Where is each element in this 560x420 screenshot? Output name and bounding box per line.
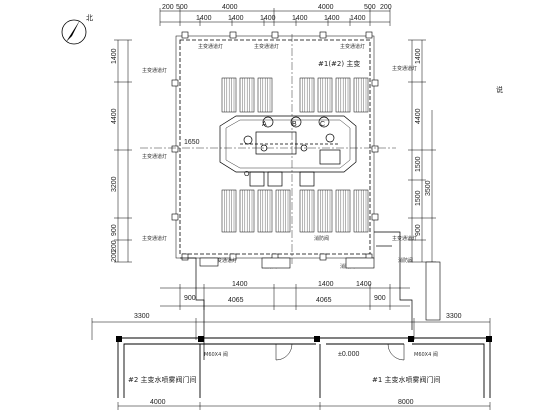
right-dim-4: 1500 — [415, 190, 422, 206]
radiator-fin — [239, 189, 255, 233]
tag-13: 消防阀 — [398, 257, 413, 264]
top-dim-9: 1400 — [260, 15, 276, 22]
left-dim-4: 900 — [111, 224, 118, 236]
room-dim-left: 4000 — [150, 399, 166, 406]
outer-wall — [175, 35, 375, 259]
letter-o: O — [244, 171, 250, 178]
radiator-fin — [299, 189, 315, 233]
room-right-label: #1 主变水喷雾阀门间 — [372, 375, 441, 384]
bottom-dim-5: 4065 — [316, 297, 332, 304]
valve-room-left — [117, 337, 320, 398]
radiator-bank-bottom — [221, 189, 369, 233]
tag-2: 主变通道灯 — [254, 43, 279, 50]
top-dimension-line — [159, 8, 391, 26]
left-dimension-line — [114, 39, 132, 263]
right-dim-3: 1500 — [415, 156, 422, 172]
radiator-fin — [353, 77, 369, 113]
room-dim-center: 8000 — [398, 399, 414, 406]
radiator-fin — [353, 189, 369, 233]
bottom-dim-7: 1400 — [356, 281, 372, 288]
bottom-dim-3: 4065 — [228, 297, 244, 304]
equipment-boxes — [199, 257, 441, 321]
elevation-mark: ±0.000 — [338, 351, 359, 358]
water-pipes — [180, 231, 413, 360]
top-dim-8: 1400 — [228, 15, 244, 22]
tag-9: 主变通道灯 — [212, 257, 237, 264]
radiator-fin — [317, 77, 333, 113]
bottom-dim-6: 900 — [374, 295, 386, 302]
radiator-fin — [335, 77, 351, 113]
valve-note-left: M60X4 阀 — [204, 351, 228, 358]
radiator-fin — [299, 77, 315, 113]
top-dim-10: 1400 — [292, 15, 308, 22]
foundation-boundary — [179, 39, 371, 255]
bottom-dim-4: 1400 — [318, 281, 334, 288]
left-dim-1: 1400 — [111, 48, 118, 64]
radiator-fin — [221, 77, 237, 113]
right-dim-5: 900 — [415, 224, 422, 236]
radiator-fin — [335, 189, 351, 233]
trench-dim-left: 3300 — [134, 313, 150, 320]
left-dim-6: 200 — [111, 250, 118, 262]
valve-note-right: M60X4 阀 — [414, 351, 438, 358]
radiator-fin — [239, 77, 255, 113]
north-arrow-icon: 北 — [61, 14, 93, 45]
tag-8: 主变通道灯 — [392, 235, 417, 242]
right-dim-6: 3500 — [425, 180, 432, 196]
top-dim-6: 200 — [380, 4, 392, 11]
trench-dimension — [91, 318, 491, 340]
letter-a: A — [262, 121, 267, 128]
radiator-fin — [257, 77, 273, 113]
bottom-dim-2: 1400 — [232, 281, 248, 288]
radiator-fin — [275, 189, 291, 233]
radiator-bank-top — [221, 77, 369, 113]
top-dim-5: 500 — [364, 4, 376, 11]
tag-4: 主变通道灯 — [142, 67, 167, 74]
tag-6: 主变通道灯 — [142, 235, 167, 242]
tag-3: 主变通道灯 — [340, 43, 365, 50]
valve-room-right — [319, 337, 491, 398]
radiator-fin — [257, 189, 273, 233]
door-symbols — [275, 343, 405, 361]
right-dim-1: 1400 — [415, 48, 422, 64]
mid-dim: 1650 — [184, 139, 200, 146]
top-dim-3: 4000 — [222, 4, 238, 11]
tag-1: 主变通道灯 — [198, 43, 223, 50]
right-dimension-line — [408, 39, 436, 263]
top-dim-7: 1400 — [196, 15, 212, 22]
room-left-label: #2 主变水喷雾阀门间 — [128, 375, 197, 384]
bottom-dimension-line — [160, 284, 410, 310]
letter-c: C — [320, 121, 325, 128]
left-dim-3: 3200 — [111, 176, 118, 192]
bottom-dim-1: 900 — [184, 295, 196, 302]
top-dim-11: 1400 — [324, 15, 340, 22]
radiator-fin — [221, 189, 237, 233]
left-dim-5: 200 — [111, 240, 118, 252]
top-dim-12: 1400 — [350, 15, 366, 22]
north-label: 北 — [86, 14, 93, 22]
transformer-label: #1(#2) 主变 — [318, 59, 360, 68]
top-dim-1: 200 — [162, 4, 174, 11]
right-dim-2: 4400 — [415, 108, 422, 124]
left-dim-2: 4400 — [111, 108, 118, 124]
tag-7: 主变通道灯 — [392, 65, 417, 72]
room-columns — [116, 336, 492, 342]
room-bottom-dimension — [117, 402, 491, 410]
top-dim-2: 500 — [176, 4, 188, 11]
top-dim-4: 4000 — [318, 4, 334, 11]
radiator-fin — [317, 189, 333, 233]
centerlines — [140, 34, 396, 264]
transformer-body — [219, 115, 357, 187]
right-note: 说 — [496, 85, 503, 94]
tag-5: 主变通道灯 — [142, 153, 167, 160]
column-markers — [171, 31, 379, 261]
letter-b: B — [292, 121, 297, 128]
trench-dim-right: 3300 — [446, 313, 462, 320]
tag-12: 消防阀 — [314, 235, 329, 242]
